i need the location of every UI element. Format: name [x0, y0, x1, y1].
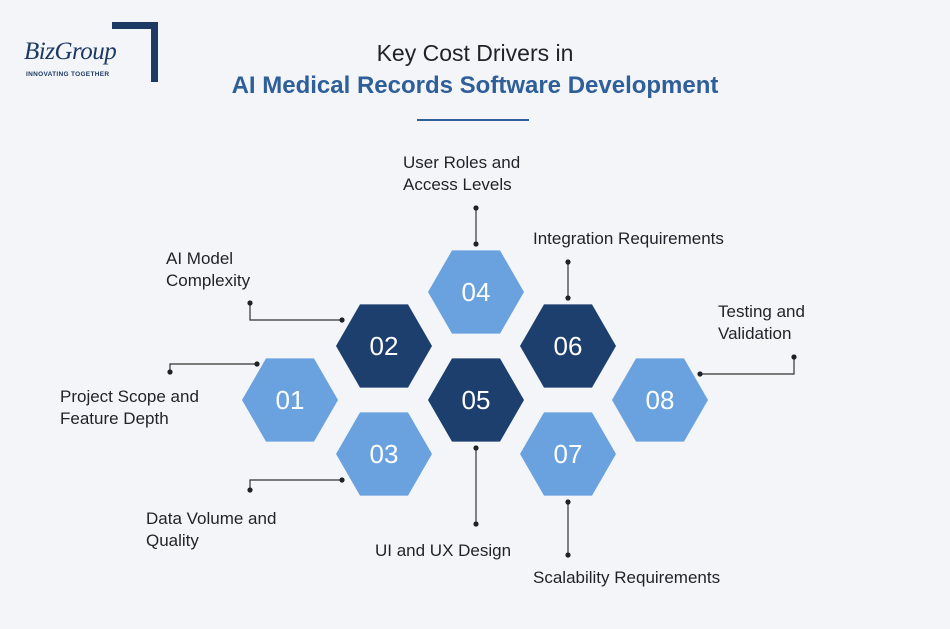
connector-dot-05-start — [473, 445, 479, 451]
hexagon-08 — [612, 358, 708, 442]
hexagon-05 — [428, 358, 524, 442]
connector-dot-02-start — [339, 317, 345, 323]
title-divider — [417, 119, 529, 121]
bizgroup-logo: BizGroup INNOVATING TOGETHER — [20, 22, 160, 84]
logo-tagline: INNOVATING TOGETHER — [26, 71, 110, 78]
connector-dot-02-end — [247, 300, 253, 306]
connector-dot-01-end — [167, 369, 173, 375]
logo-wordmark: BizGroup — [24, 38, 119, 66]
label-07: Scalability Requirements — [533, 568, 721, 587]
connector-line-01 — [169, 363, 257, 372]
hexagon-number-03: 03 — [370, 439, 399, 469]
hexagon-03 — [336, 412, 432, 496]
hexagon-02 — [336, 304, 432, 388]
label-05: UI and UX Design — [375, 541, 512, 560]
connector-dot-03-start — [339, 477, 345, 483]
label-08: Testing and Validation — [718, 302, 805, 343]
hexagon-04 — [428, 250, 524, 334]
hexagon-number-08: 08 — [646, 385, 675, 415]
page-title-line2: AI Medical Records Software Development — [231, 72, 719, 99]
hexagon-number-01: 01 — [276, 385, 305, 415]
hexagon-number-02: 02 — [370, 331, 399, 361]
page-title-line1: Key Cost Drivers in — [376, 40, 574, 66]
logo-frame-shape-side — [112, 22, 158, 82]
label-01: Project Scope and Feature Depth — [60, 387, 199, 428]
connector-dot-08-start — [697, 371, 703, 377]
hexagon-group: 01 02 03 04 05 06 07 08 — [242, 250, 708, 496]
connector-line-03 — [249, 479, 342, 490]
label-04: User Roles and Access Levels — [403, 153, 521, 194]
hexagon-number-04: 04 — [462, 277, 491, 307]
connector-dot-06-start — [565, 295, 571, 301]
connector-dot-05-end — [473, 521, 479, 527]
hexagon-number-06: 06 — [554, 331, 583, 361]
label-02: AI Model Complexity — [166, 249, 251, 290]
connector-dot-03-end — [247, 487, 253, 493]
connector-dot-04-start — [473, 241, 479, 247]
connector-dot-06-end — [565, 259, 571, 265]
connector-dot-01-start — [254, 361, 260, 367]
hexagon-number-05: 05 — [462, 385, 491, 415]
connector-line-08 — [700, 357, 795, 375]
connector-dot-04-end — [473, 205, 479, 211]
hexagon-number-07: 07 — [554, 439, 583, 469]
label-03: Data Volume and Quality — [146, 509, 277, 550]
connector-dot-08-end — [791, 354, 797, 360]
hexagon-06 — [520, 304, 616, 388]
label-06: Integration Requirements — [533, 229, 724, 248]
connector-dot-07-end — [565, 552, 571, 558]
connector-dot-07-start — [565, 499, 571, 505]
connector-line-02 — [249, 303, 342, 321]
hexagon-07 — [520, 412, 616, 496]
hexagon-01 — [242, 358, 338, 442]
connector-lines — [167, 205, 797, 558]
